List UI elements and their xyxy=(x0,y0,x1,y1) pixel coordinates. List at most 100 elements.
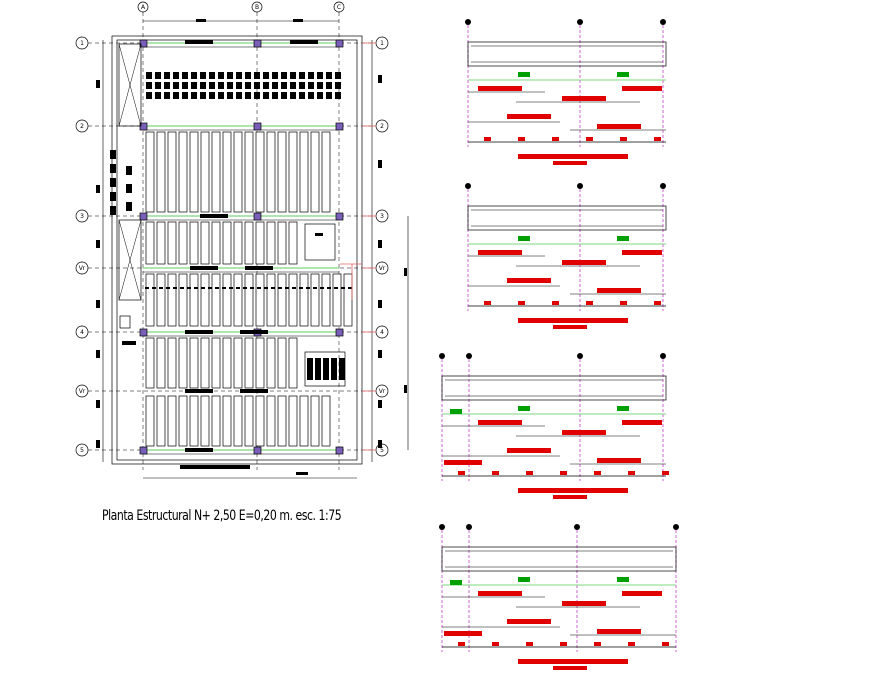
stirrup-mark xyxy=(492,471,499,475)
joist xyxy=(233,131,243,213)
column xyxy=(253,39,262,48)
reinforcement-mark xyxy=(209,92,215,99)
dimension-text xyxy=(315,233,323,236)
top-rebar-label xyxy=(617,577,629,582)
joist xyxy=(277,221,287,265)
dimension-tick xyxy=(404,268,407,276)
joist xyxy=(222,337,232,389)
joist xyxy=(222,131,232,213)
reinforcement-mark xyxy=(191,92,197,99)
joist xyxy=(255,131,265,213)
wall-block xyxy=(315,358,321,380)
reinforcement-mark xyxy=(317,72,323,79)
stirrup-mark xyxy=(628,642,635,646)
wall-block xyxy=(126,166,132,175)
rebar-label xyxy=(478,86,522,91)
stirrup-mark xyxy=(484,137,491,141)
stirrup-mark xyxy=(662,642,669,646)
axis-bubble-label: 2 xyxy=(380,123,384,130)
joist xyxy=(167,131,177,213)
axis-marker xyxy=(577,353,583,359)
stirrup-mark xyxy=(526,471,533,475)
beam-label xyxy=(240,330,268,334)
column xyxy=(139,446,148,455)
joist xyxy=(277,273,287,327)
plan-title: Planta Estructural N+ 2,50 E=0,20 m. esc… xyxy=(102,508,342,524)
joist xyxy=(222,273,232,327)
stair-opening xyxy=(118,219,142,301)
joist xyxy=(145,395,155,447)
beam-dash xyxy=(236,287,240,289)
joist xyxy=(178,395,188,447)
axis-marker xyxy=(673,524,679,530)
rebar-label xyxy=(562,601,606,606)
axis-marker xyxy=(465,19,471,25)
section-label xyxy=(518,488,628,493)
wall-block xyxy=(331,358,337,380)
joist xyxy=(189,273,199,327)
joist xyxy=(200,221,210,265)
section-label xyxy=(553,495,587,499)
wall-block xyxy=(110,150,116,159)
joist xyxy=(200,337,210,389)
axis-bubble xyxy=(75,325,89,339)
top-rebar-label xyxy=(450,580,462,585)
reinforcement-mark xyxy=(281,72,287,79)
reinforcement-mark xyxy=(227,72,233,79)
joist xyxy=(266,273,276,327)
beam-dash xyxy=(264,287,268,289)
top-rebar-label xyxy=(450,409,462,414)
joist xyxy=(288,221,298,265)
stirrup-mark xyxy=(620,137,627,141)
joist xyxy=(321,273,331,327)
rebar-label xyxy=(562,430,606,435)
joist xyxy=(156,395,166,447)
beam-dash xyxy=(299,287,303,289)
reinforcement-mark xyxy=(146,72,152,79)
axis-bubble-label: 3 xyxy=(380,213,384,220)
reinforcement-mark xyxy=(299,72,305,79)
section-label xyxy=(553,666,587,670)
reinforcement-mark xyxy=(182,82,188,89)
dimension-tick xyxy=(378,350,382,358)
joist xyxy=(277,395,287,447)
dimension-text xyxy=(122,341,136,345)
beam-label xyxy=(290,40,318,44)
stair-opening xyxy=(118,43,142,127)
rebar-label xyxy=(507,278,551,283)
section-label xyxy=(518,318,628,323)
joist xyxy=(211,395,221,447)
beam-elevation xyxy=(467,205,667,231)
axis-marker xyxy=(466,524,472,530)
reinforcement-mark xyxy=(164,92,170,99)
reinforcement-mark xyxy=(326,92,332,99)
joist xyxy=(266,221,276,265)
beam-dash xyxy=(152,287,156,289)
axis-marker xyxy=(439,524,445,530)
wall-block xyxy=(110,192,116,201)
rebar-label xyxy=(562,260,606,265)
reinforcement-mark xyxy=(245,92,251,99)
reinforcement-mark xyxy=(299,92,305,99)
joist xyxy=(211,337,221,389)
axis-marker xyxy=(660,353,666,359)
axis-bubble xyxy=(75,384,89,398)
beam-label xyxy=(240,389,268,393)
top-rebar-label xyxy=(617,406,629,411)
stirrup-mark xyxy=(586,301,593,305)
reinforcement-mark xyxy=(308,72,314,79)
axis-marker xyxy=(660,19,666,25)
stirrup-mark xyxy=(484,301,491,305)
rebar-label xyxy=(622,86,662,91)
reinforcement-mark xyxy=(218,72,224,79)
joist xyxy=(244,337,254,389)
beam-detail-4 xyxy=(439,524,679,670)
axis-bubble-label: 4 xyxy=(380,329,384,336)
reinforcement-mark xyxy=(191,72,197,79)
column xyxy=(253,446,262,455)
reinforcement-mark xyxy=(317,92,323,99)
axis-bubble xyxy=(75,119,89,133)
stirrup-mark xyxy=(654,301,661,305)
wall-block xyxy=(110,206,116,215)
beam-detail-1 xyxy=(465,19,667,165)
